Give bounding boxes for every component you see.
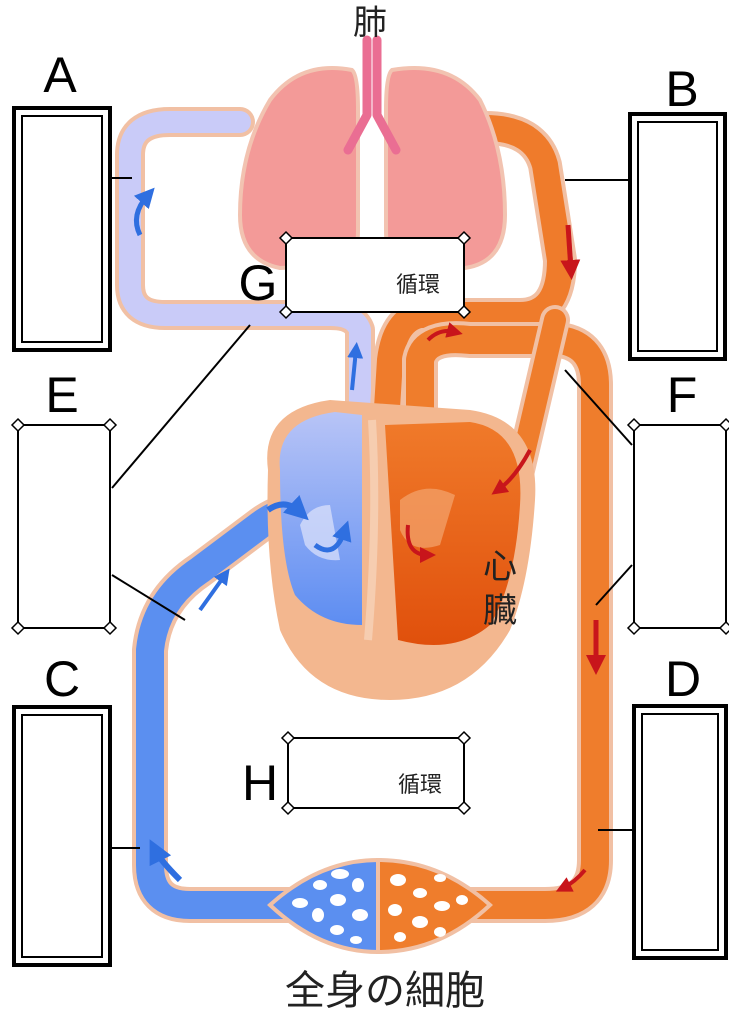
box-letter-d: D — [665, 651, 701, 707]
heart-label-line1: 心 — [483, 547, 517, 587]
box-letter-b: B — [665, 61, 698, 117]
capillary-bed — [270, 860, 490, 952]
heart-label-line2: 臓 — [483, 591, 517, 631]
box-letter-g: G — [239, 255, 278, 311]
box-letter-a: A — [43, 47, 77, 103]
answer-box-c[interactable]: C — [14, 651, 110, 965]
box-letter-c: C — [44, 651, 80, 707]
answer-box-a[interactable]: A — [14, 47, 110, 350]
lung-label: 肺 — [353, 3, 387, 43]
answer-box-f[interactable]: F — [628, 367, 729, 634]
circulation-suffix-h: 循環 — [398, 773, 442, 798]
answer-box-d[interactable]: D — [634, 651, 726, 958]
answer-box-h[interactable]: 循環 H — [242, 732, 470, 814]
answer-box-b[interactable]: B — [630, 61, 725, 359]
box-letter-e: E — [45, 367, 78, 423]
arrow-icon — [568, 225, 571, 270]
box-letter-h: H — [242, 755, 278, 811]
answer-box-e[interactable]: E — [12, 367, 116, 634]
body-cells-label: 全身の細胞 — [285, 968, 485, 1013]
circulation-suffix-g: 循環 — [396, 273, 440, 298]
box-letter-f: F — [667, 367, 698, 423]
